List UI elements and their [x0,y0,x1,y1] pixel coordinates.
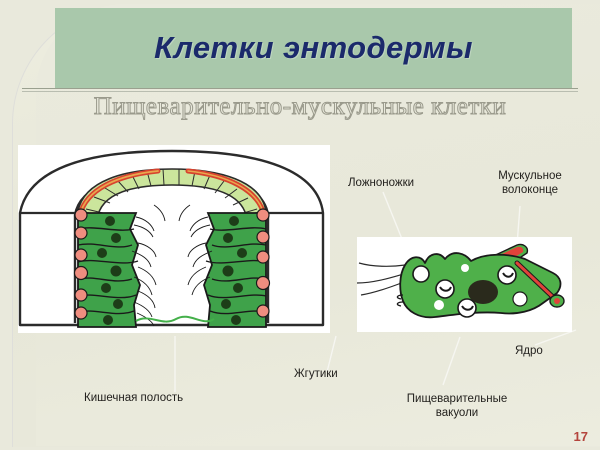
label-pseudopodia: Ложноножки [348,177,415,189]
digestive-muscular-cell-illustration [357,237,572,332]
label-gut-cavity: Кишечная полость [84,392,184,404]
label-flagella: Жгутики [294,368,338,380]
label-nucleus: Ядро [515,345,543,357]
hydra-cross-section-illustration [18,145,330,333]
title-band: Клетки энтодермы [55,8,572,88]
subtitle-rule-bottom [22,91,578,92]
subtitle-block: Пищеварительно-мускульные клетки [22,88,578,126]
diagram-left-panel [18,145,330,333]
page-title: Клетки энтодермы [154,30,473,65]
page-number: 17 [573,429,588,444]
subtitle-rule-top [22,88,578,89]
diagram-right-panel [357,237,572,332]
page-subtitle: Пищеварительно-мускульные клетки [93,93,507,121]
label-digestive-vacuoles: Пищеварительные вакуоли [406,393,508,419]
label-muscle-fibril: Мускульное волоконце [498,170,562,196]
